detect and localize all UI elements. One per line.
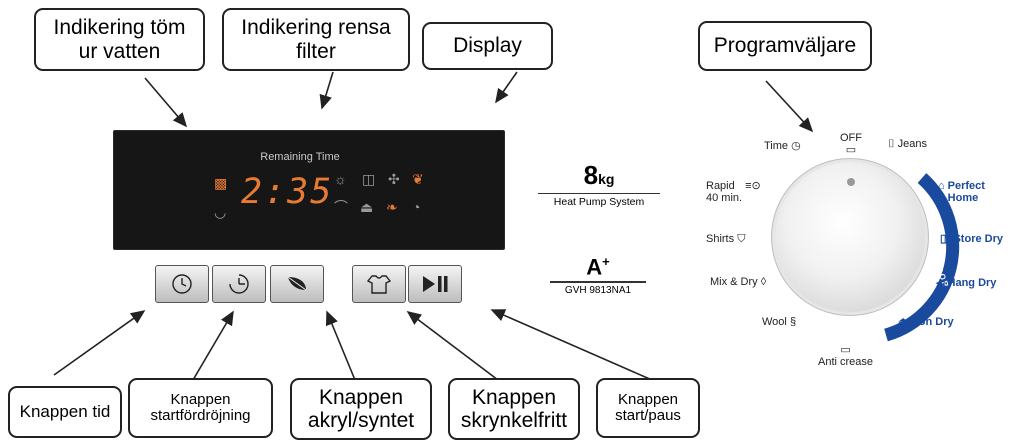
start-pause-button[interactable] xyxy=(408,265,462,303)
sun-icon: ☼ xyxy=(334,171,347,187)
model-number: GVH 9813NA1 xyxy=(550,281,646,296)
time-digits: 2:35 xyxy=(241,172,334,212)
dial-indicator-dot xyxy=(847,178,855,186)
arrow-start xyxy=(490,309,653,381)
house-icon: ⌂ xyxy=(938,180,945,192)
delay-timer-icon xyxy=(229,274,249,294)
synthetic-button[interactable] xyxy=(270,265,324,303)
arrow-filter xyxy=(319,71,334,110)
mix-dry-icon: ◊ xyxy=(760,276,767,288)
jeans-icon: ⌷ xyxy=(888,138,895,150)
synthetic-button-callout: Knappen akryl/syntet xyxy=(290,378,432,440)
anti-crease-button[interactable] xyxy=(352,265,406,303)
leaf-filled-icon: ❧ xyxy=(386,199,398,215)
energy-class: A xyxy=(586,254,603,280)
filter-indicator-callout: Indikering rensa filter xyxy=(222,8,410,71)
delay-start-button[interactable] xyxy=(212,265,266,303)
arrow-program xyxy=(765,80,814,133)
control-panel-display xyxy=(113,130,505,250)
capacity-label: 8kg Heat Pump System xyxy=(538,160,660,208)
program-shirts[interactable]: Shirts ⛉ xyxy=(706,233,746,245)
buzzer-icon: ◔ xyxy=(412,199,421,215)
remaining-time-label: Remaining Time xyxy=(260,151,340,163)
program-anti-crease[interactable]: ▭Anti crease xyxy=(818,344,874,368)
clock-icon xyxy=(172,274,192,294)
start-button-callout: Knappen start/paus xyxy=(596,378,700,438)
time-program-icon: ◷ xyxy=(791,140,801,152)
filter-indicator-icon: ▩ xyxy=(214,175,228,191)
program-store-dry[interactable]: ◫ Store Dry xyxy=(940,233,1003,245)
program-selector-callout: Programväljare xyxy=(698,21,872,71)
iron-program-icon: ⏏ xyxy=(898,316,909,328)
program-mix-dry[interactable]: Mix & Dry ◊ xyxy=(710,276,767,288)
rapid-icon: ≡⊙ xyxy=(745,180,761,192)
program-off[interactable]: OFF▭ xyxy=(840,132,862,156)
arrow-display xyxy=(495,71,518,104)
program-jeans[interactable]: ⌷ Jeans xyxy=(888,138,928,150)
program-dial[interactable] xyxy=(775,162,925,312)
wardrobe-icon: ◫ xyxy=(362,171,376,187)
delay-button-callout: Knappen startfördröjning xyxy=(128,378,273,438)
program-rapid[interactable]: Rapid 40 min.≡⊙ xyxy=(706,180,761,204)
arrow-drain xyxy=(144,77,188,128)
crease-button-callout: Knappen skrynkelfritt xyxy=(448,378,580,440)
program-perfect-home[interactable]: ⌂Perfect Home xyxy=(938,180,985,204)
off-icon: ▭ xyxy=(845,144,857,156)
arrow-synthetic xyxy=(325,310,356,381)
program-time[interactable]: Time ◷ xyxy=(764,140,801,152)
shirt-icon xyxy=(366,275,392,294)
program-wool[interactable]: Wool § xyxy=(762,316,797,328)
drain-indicator-icon: ◡ xyxy=(214,204,227,220)
wardrobe-program-icon: ◫ xyxy=(940,233,951,245)
play-pause-icon xyxy=(423,276,448,292)
hanger-program-icon: ◁ xyxy=(936,277,945,289)
hanger-icon: ⌒ xyxy=(334,199,348,215)
arrow-delay xyxy=(192,310,234,381)
display-callout: Display xyxy=(422,22,553,70)
arrow-time xyxy=(53,310,146,376)
arrow-crease xyxy=(406,311,499,381)
time-button-callout: Knappen tid xyxy=(8,386,122,438)
energy-plus: + xyxy=(602,254,610,269)
wool-icon: § xyxy=(789,316,797,328)
heat-pump-label: Heat Pump System xyxy=(538,193,660,208)
drain-indicator-callout: Indikering töm ur vatten xyxy=(34,8,205,71)
fan-icon: ✣ xyxy=(388,171,400,187)
iron-icon: ⏏ xyxy=(360,199,374,215)
program-iron-dry[interactable]: ⏏ Iron Dry xyxy=(898,316,954,328)
time-button[interactable] xyxy=(155,265,209,303)
program-hang-dry[interactable]: ◁ Hang Dry xyxy=(936,277,997,289)
leaf-outline-icon: ❦ xyxy=(412,171,424,187)
anti-crease-program-icon: ▭ xyxy=(840,344,851,356)
capacity-unit: kg xyxy=(598,171,615,187)
capacity-value: 8 xyxy=(583,160,599,190)
energy-label: A+ GVH 9813NA1 xyxy=(550,254,646,296)
shirt-program-icon: ⛉ xyxy=(737,233,746,245)
leaf-icon xyxy=(287,276,307,291)
